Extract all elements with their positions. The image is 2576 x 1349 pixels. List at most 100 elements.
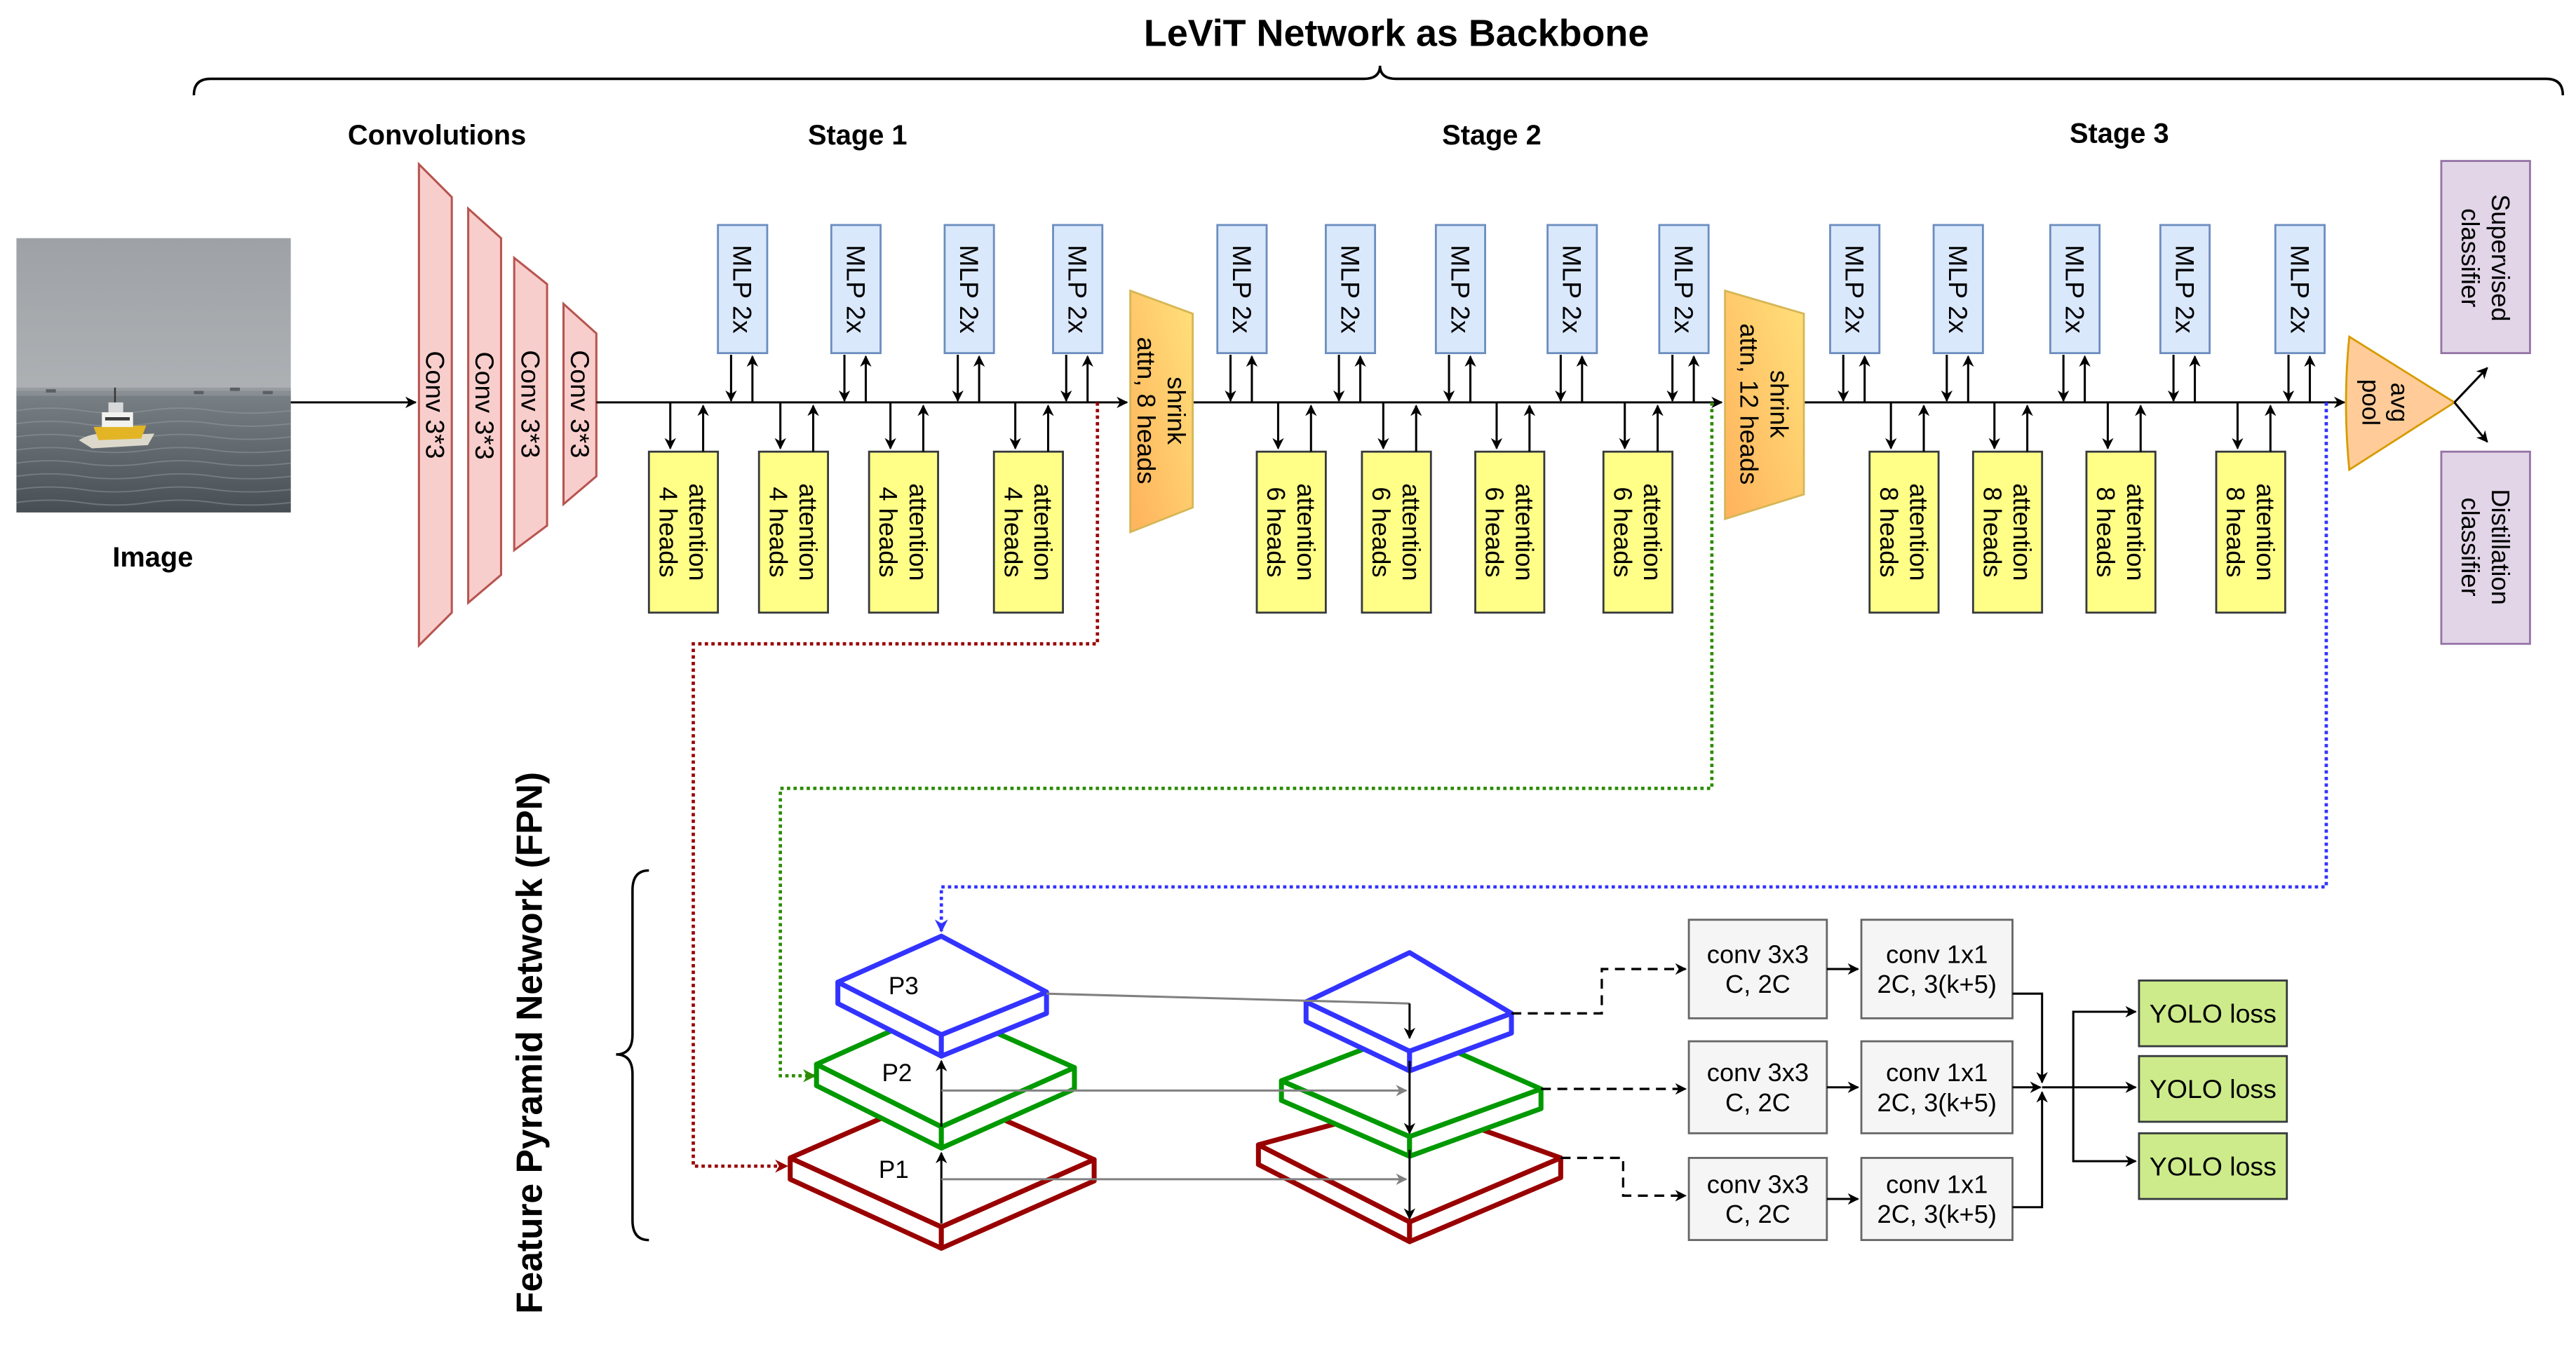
mlp-block: MLP 2x [830,224,882,402]
attention-box [647,450,720,614]
distillation-classifier: Distillationclassifier [2440,450,2531,645]
yolo-loss-box [2138,1055,2288,1123]
attention-label-line: attention [1029,483,1058,581]
mlp-label-line: MLP 2x [2170,245,2199,334]
mlp-label-line: MLP 2x [1227,245,1257,334]
avg-pool-block: avgpool [2345,334,2457,472]
attention-label: attention6 heads [1367,483,1426,581]
conv-block: Conv 3*3 [417,161,453,649]
shrink-label: shrinkattn, 12 heads [1735,323,1794,484]
avg-pool-label: avgpool [2356,379,2413,426]
mlp-block: MLP 2x [1216,224,1268,402]
ship-hull [93,425,147,440]
image-sea [16,391,291,513]
attention-label-line: attention [904,483,933,581]
attention-label: attention4 heads [764,483,823,581]
pool-to-distillation-arrow [2453,401,2488,443]
image-label: Image [112,542,193,573]
conv-label-line: Conv 3*3 [565,350,595,458]
mlp-label: MLP 2x [728,245,757,334]
mlp-label-line: MLP 2x [1669,245,1699,334]
supervised-classifier-label-line: Supervised [2486,194,2515,322]
mlp-box [1829,224,1881,355]
conv1x1-box [1860,1040,2014,1134]
layer-top-face [1279,1029,1544,1139]
attention-box [1255,450,1327,614]
attention-label: attention8 heads [1978,483,2037,581]
attention-block: attention6 heads [1255,402,1327,614]
to-loss-3-arrow [2072,1087,2137,1167]
mlp-label: MLP 2x [1063,245,1093,334]
attention-label-line: 4 heads [999,487,1027,577]
mlp-block: MLP 2x [2274,224,2326,402]
stage-1-to-p1-link [692,402,1100,1173]
layer-top-face [835,933,1049,1038]
attention-box [2215,450,2286,614]
conv1x1-label-line: conv 1x1 [1886,1170,1988,1198]
mlp-box [830,224,882,355]
attention-label-line: attention [2122,483,2150,581]
mlp-label: MLP 2x [2060,245,2089,334]
yolo-loss-box [2138,1132,2288,1200]
mlp-label: MLP 2x [2170,245,2199,334]
mlp-label: MLP 2x [1840,245,1870,334]
conv3x3-label-line: conv 3x3 [1707,1170,1809,1198]
distillation-classifier-label-line: Distillation [2486,489,2515,604]
attention-box [1868,450,1940,614]
stage-3-heading-line: Stage 3 [2070,118,2169,149]
fpn-input-p3 [835,933,1049,1059]
mlp-label-line: MLP 2x [1943,245,1973,334]
mlp-label-line: MLP 2x [1063,245,1093,334]
p3-label-line: P3 [889,972,919,1000]
diagram-title: LeViT Network as Backbone [1144,13,1649,55]
mlp-box [943,224,995,355]
mlp-box [1324,224,1377,355]
mlp-block: MLP 2x [717,224,769,402]
attention-block: attention6 heads [1474,402,1546,614]
shrink-attention-block: shrinkattn, 8 heads [1129,289,1194,534]
stage-2-heading-line: Stage 2 [1442,120,1542,151]
to-loss-1-arrow [2072,1005,2137,1087]
yolo-loss-label-line: YOLO loss [2150,1074,2277,1104]
mlp-label: MLP 2x [1943,245,1973,334]
mlp-box [1052,224,1104,355]
mlp-block: MLP 2x [2049,224,2101,402]
convolutions-heading: Convolutions [348,120,526,151]
level-1-to-head-arrow [1560,1156,1687,1202]
distillation-classifier-box [2440,450,2531,645]
attention-label-line: 8 heads [1978,487,2007,577]
layer-top-face [1303,950,1514,1054]
attention-box [757,450,830,614]
attention-label: attention6 heads [1262,483,1321,581]
attention-block: attention8 heads [2215,402,2286,614]
stage-3-to-p3-link [934,402,2328,933]
attention-block: attention4 heads [647,402,720,614]
attention-label-line: 6 heads [1262,487,1290,577]
conv-label: Conv 3*3 [516,350,546,458]
ship-bridge [108,402,123,412]
conv-block: Conv 3*3 [562,301,598,507]
mlp-label: MLP 2x [1669,245,1699,334]
convolution-stem: Conv 3*3 Conv 3*3 Conv 3*3 Conv 3*3 [417,161,598,649]
mlp-label: MLP 2x [1558,245,1587,334]
attention-label-line: attention [1905,483,1934,581]
conv3x3-label-line: C, 2C [1725,1088,1791,1117]
mlp-label: MLP 2x [841,245,870,334]
conv1x1-label-line: 2C, 3(k+5) [1877,970,1997,998]
shrink-trapezoid [1129,289,1194,534]
conv-label: Conv 3*3 [470,352,499,460]
mlp-label-line: MLP 2x [1335,245,1365,334]
conv1x1-label-line: conv 1x1 [1886,940,1988,968]
p2-label: P2 [882,1059,912,1087]
mlp-block: MLP 2x [1932,224,1984,402]
yolo-loss-label-line: YOLO loss [2150,1151,2277,1181]
attention-label-line: 4 heads [654,487,682,577]
head-1-merge-arrow [2012,992,2048,1084]
head-3-merge-arrow [2012,1091,2048,1209]
attention-label: attention4 heads [874,483,933,581]
mlp-label-line: MLP 2x [955,245,984,334]
